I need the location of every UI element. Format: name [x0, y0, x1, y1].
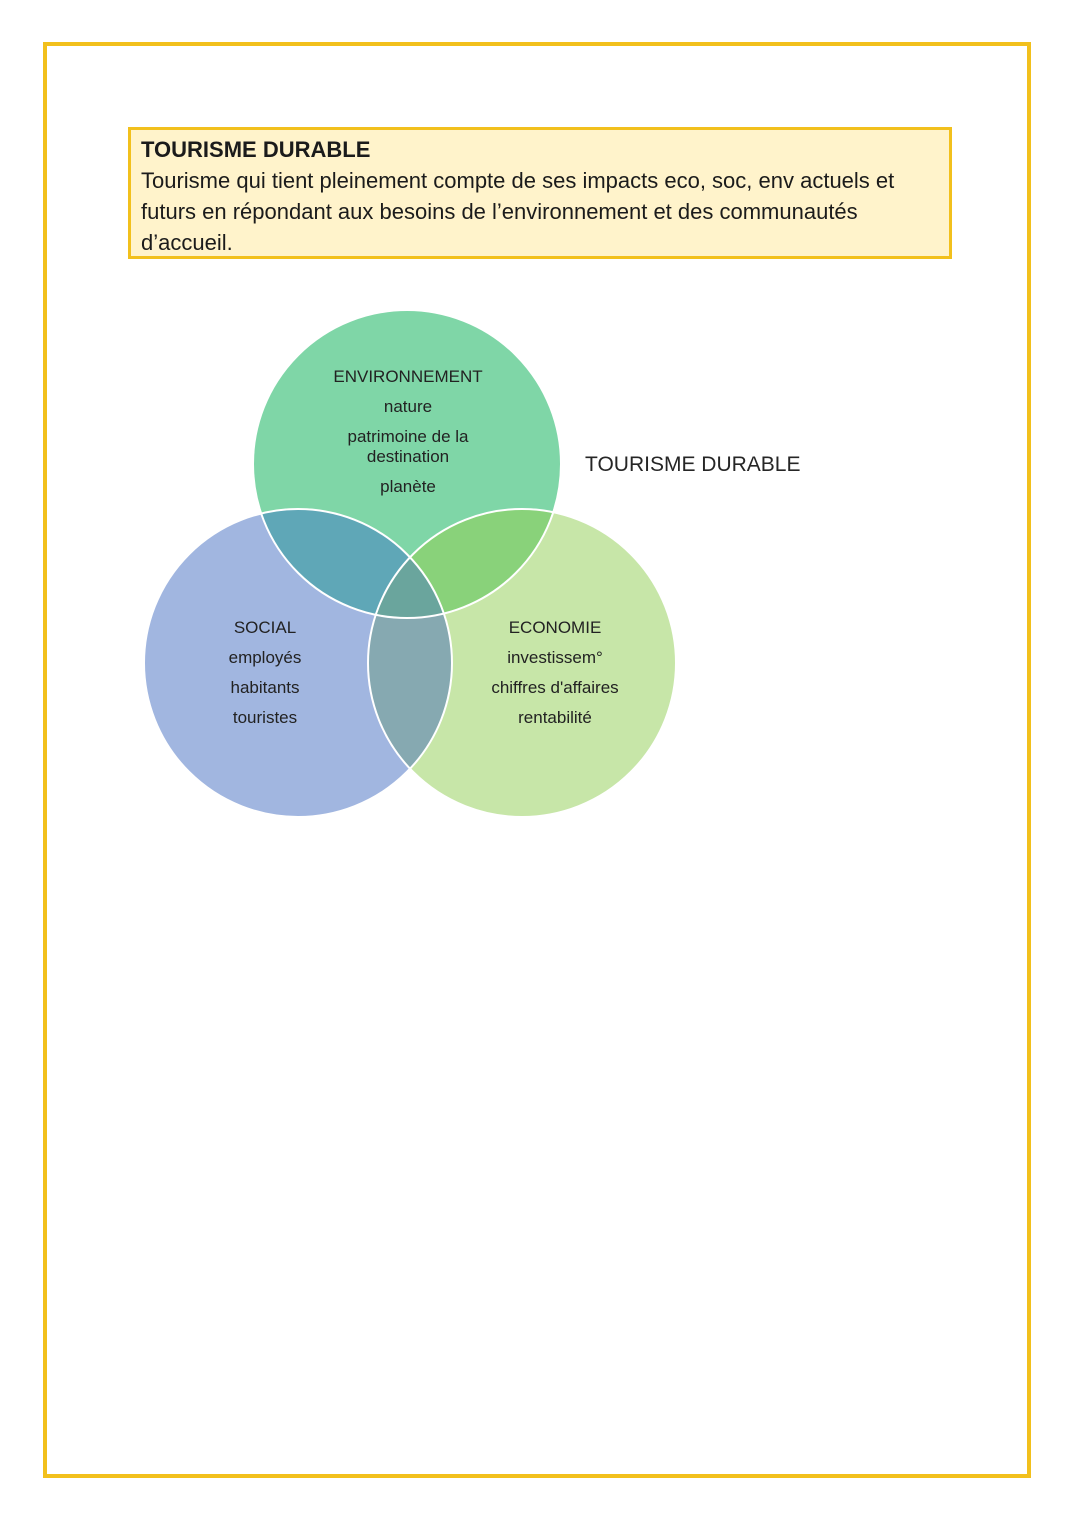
economie-item: investissem°	[507, 648, 603, 667]
social-item: touristes	[232, 708, 298, 727]
diagram-title: TOURISME DURABLE	[585, 453, 801, 476]
eco-outline	[367, 508, 677, 818]
economie-item: chiffres d'affaires	[491, 678, 619, 697]
env-soc-overlap	[253, 509, 452, 618]
social-item: habitants	[230, 678, 300, 697]
economie-heading: ECONOMIE	[508, 618, 602, 637]
economie-item: rentabilité	[518, 708, 592, 727]
definition-title: TOURISME DURABLE	[141, 137, 371, 162]
social-item: employés	[228, 648, 302, 667]
environnement-heading: ENVIRONNEMENT	[333, 367, 483, 386]
environnement-item: patrimoine de la destination	[347, 427, 469, 466]
environnement-item: nature	[383, 397, 433, 416]
definition-box: TOURISME DURABLE Tourisme qui tient plei…	[128, 127, 952, 259]
definition-text: Tourisme qui tient pleinement compte de …	[141, 168, 895, 255]
env-eco-overlap	[368, 509, 561, 618]
env-outline	[252, 309, 562, 619]
soc-outline	[143, 508, 453, 818]
economie-label-group: ECONOMIE investissem° chiffres d'affaire…	[465, 618, 645, 738]
environnement-label-group: ENVIRONNEMENT nature patrimoine de la de…	[318, 367, 498, 507]
environnement-item: planète	[380, 477, 436, 496]
social-heading: SOCIAL	[233, 618, 297, 637]
social-label-group: SOCIAL employés habitants touristes	[185, 618, 345, 738]
page-frame	[43, 42, 1031, 1478]
